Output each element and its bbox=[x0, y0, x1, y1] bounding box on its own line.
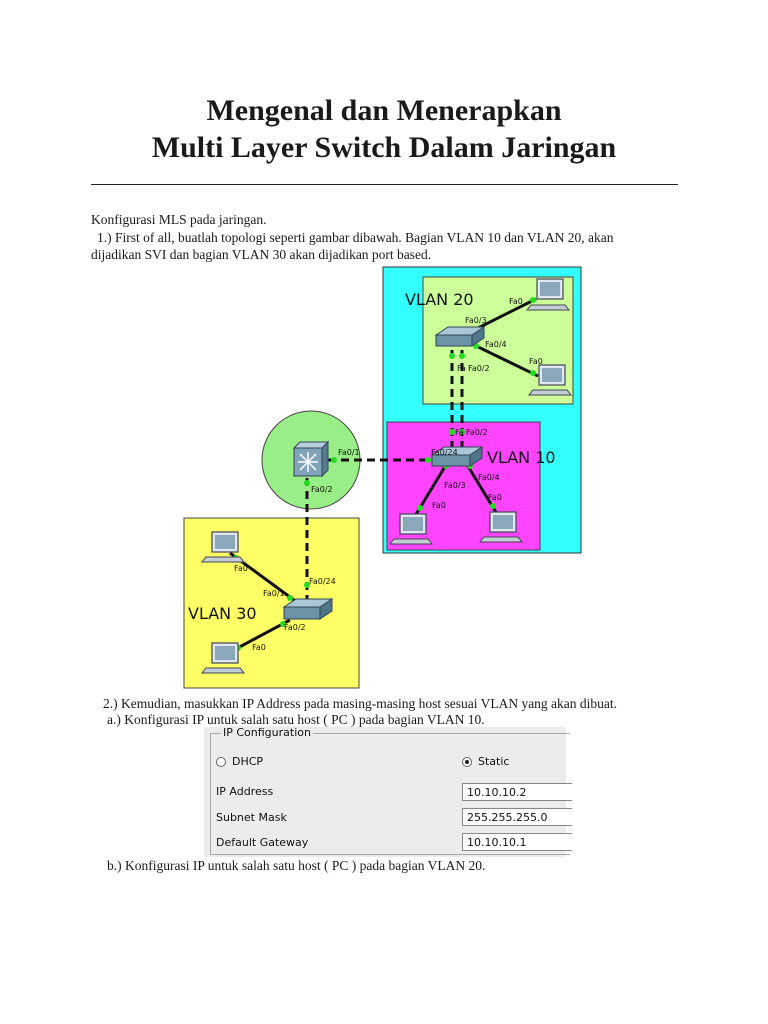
vlan10-switch-icon bbox=[430, 446, 484, 467]
ip-address-label: IP Address bbox=[216, 785, 274, 798]
port-label: Fa0 bbox=[432, 501, 446, 510]
network-topology-diagram: VLAN 20 VLAN 10 VLAN 30 bbox=[183, 266, 582, 689]
subnet-mask-field[interactable]: 255.255.255.0 bbox=[462, 808, 572, 826]
ip-address-field[interactable]: 10.10.10.2 bbox=[462, 783, 572, 801]
port-label: Fa0/1 bbox=[338, 448, 360, 457]
document-title: Mengenal dan Menerapkan Multi Layer Swit… bbox=[0, 92, 768, 166]
static-label: Static bbox=[478, 755, 510, 768]
port-label: Fa0/2 bbox=[468, 364, 490, 373]
port-label: Fa0 bbox=[529, 357, 543, 366]
port-label: Fa0/3 bbox=[465, 316, 487, 325]
vlan30-zone bbox=[183, 517, 360, 689]
pc-icon-v30-2 bbox=[200, 642, 246, 674]
vlan30-switch-icon bbox=[282, 598, 334, 620]
default-gateway-label: Default Gateway bbox=[216, 836, 309, 849]
intro-paragraph: Konfigurasi MLS pada jaringan. bbox=[91, 212, 267, 227]
step2a-paragraph: a.) Konfigurasi IP untuk salah satu host… bbox=[107, 712, 485, 727]
port-label: Fa0 bbox=[509, 297, 523, 306]
static-radio[interactable] bbox=[462, 757, 472, 767]
ip-configuration-group: IP Configuration bbox=[210, 726, 570, 855]
multilayer-switch-icon bbox=[292, 440, 330, 478]
port-label: Fa0/2 bbox=[311, 485, 333, 494]
port-label: Fa bbox=[457, 364, 466, 373]
step2b-paragraph: b.) Konfigurasi IP untuk salah satu host… bbox=[107, 858, 486, 873]
pc-icon-v30-1 bbox=[200, 531, 246, 563]
step2-paragraph: 2.) Kemudian, masukkan IP Address pada m… bbox=[103, 696, 618, 711]
port-label: Fa0 bbox=[488, 493, 502, 502]
pc-icon-v10-1 bbox=[388, 513, 434, 545]
default-gateway-field[interactable]: 10.10.10.1 bbox=[462, 833, 572, 851]
port-label: Fa0 bbox=[252, 643, 266, 652]
ip-configuration-panel: IP Configuration DHCP Static IP Address … bbox=[204, 726, 572, 857]
pc-icon-v20-1 bbox=[525, 278, 571, 311]
pc-icon-v10-2 bbox=[478, 511, 524, 543]
port-label: Fa0/1 bbox=[263, 589, 285, 598]
vlan10-label: VLAN 10 bbox=[487, 448, 556, 467]
port-label: Fa0/4 bbox=[485, 340, 507, 349]
port-label: Fa bbox=[455, 428, 464, 437]
port-label: Fa0/4 bbox=[478, 473, 500, 482]
ip-configuration-legend: IP Configuration bbox=[221, 726, 313, 739]
vlan20-switch-icon bbox=[434, 326, 486, 347]
dhcp-radio[interactable] bbox=[216, 757, 226, 767]
title-line-2: Multi Layer Switch Dalam Jaringan bbox=[151, 131, 617, 164]
port-label: Fa0/2 bbox=[466, 428, 488, 437]
vlan20-label: VLAN 20 bbox=[405, 290, 474, 309]
subnet-mask-label: Subnet Mask bbox=[216, 811, 287, 824]
dhcp-label: DHCP bbox=[232, 755, 264, 768]
link-v20sw-pc2 bbox=[469, 341, 539, 378]
title-divider bbox=[91, 184, 678, 185]
step1-line-2: dijadikan SVI dan bagian VLAN 30 akan di… bbox=[91, 247, 432, 262]
port-label: Fa0/3 bbox=[444, 481, 466, 490]
pc-icon-v20-2 bbox=[527, 364, 573, 396]
vlan30-label: VLAN 30 bbox=[188, 604, 257, 623]
step1-line-1: 1.) First of all, buatlah topologi seper… bbox=[97, 230, 614, 245]
port-label: Fa0/24 bbox=[309, 577, 336, 586]
port-label: Fa0/2 bbox=[284, 623, 306, 632]
port-label: Fa0/24 bbox=[431, 448, 458, 457]
title-line-1: Mengenal dan Menerapkan bbox=[206, 94, 562, 127]
port-label: Fa0 bbox=[234, 564, 248, 573]
